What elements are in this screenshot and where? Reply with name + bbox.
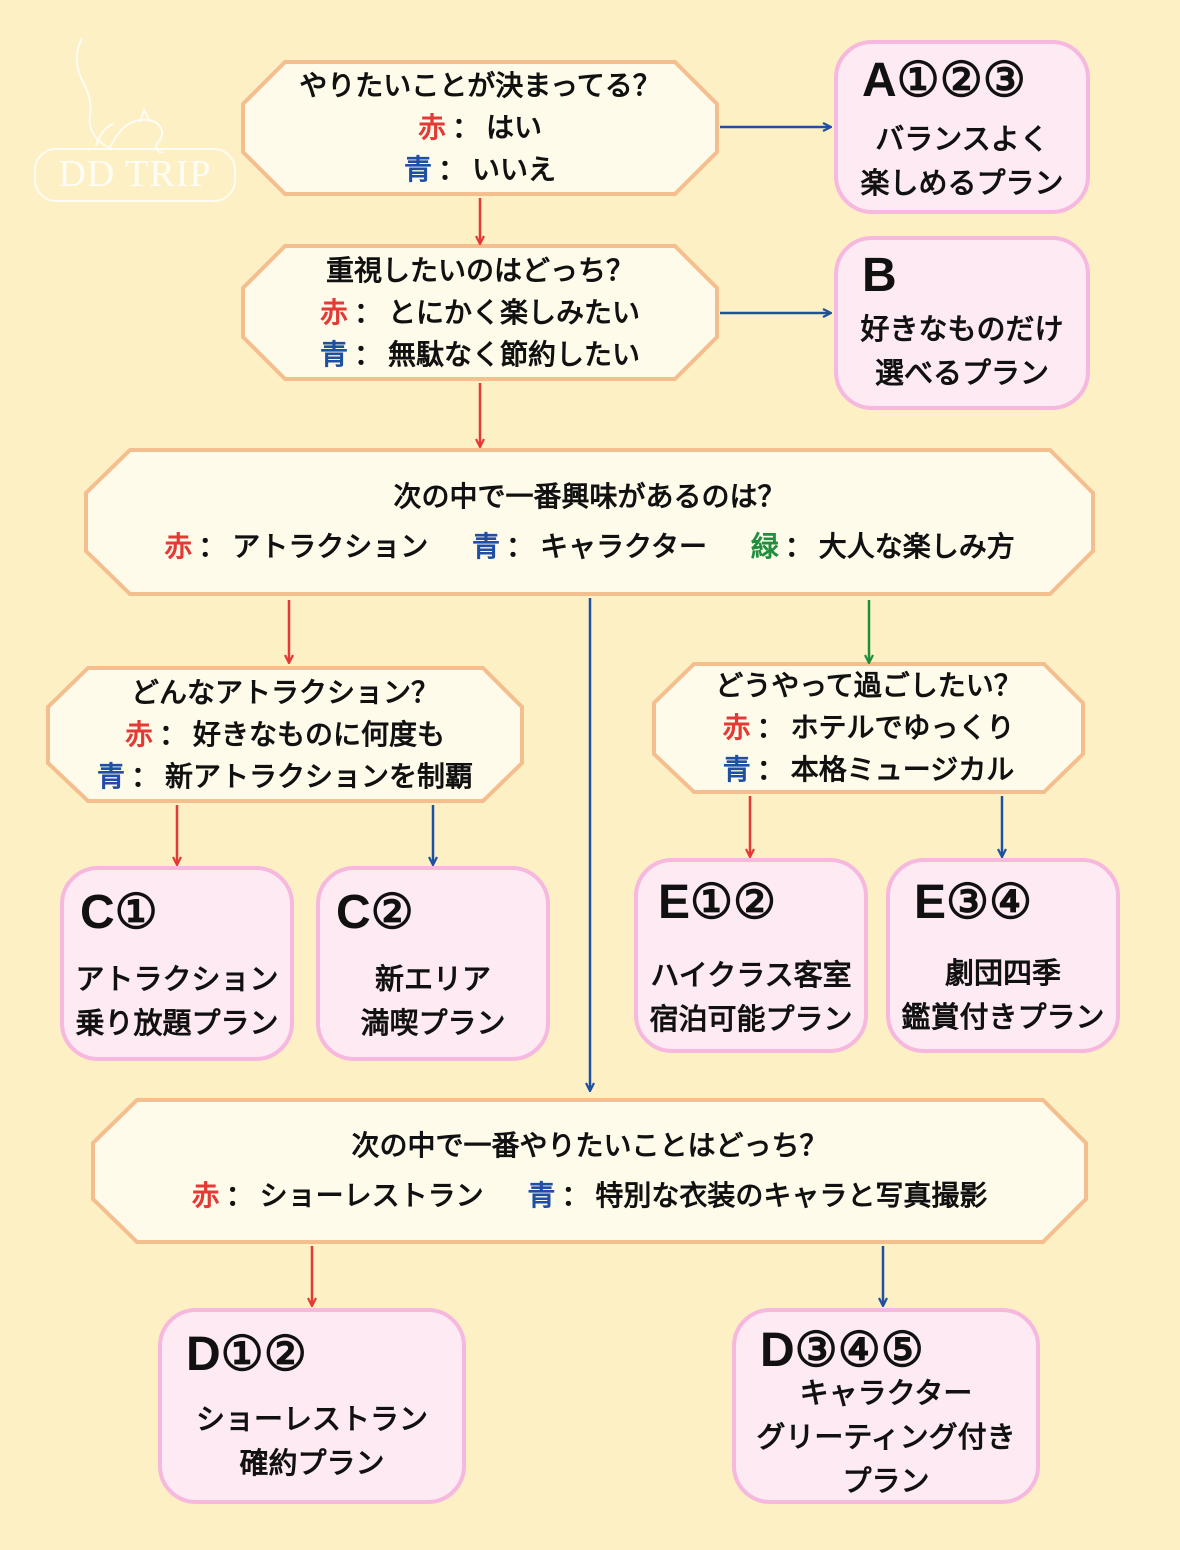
q6-box xyxy=(91,1098,1088,1244)
question-5-title: どうやって過ごしたい？ xyxy=(715,669,1022,702)
q3-box xyxy=(84,448,1095,596)
question-2-option-blue: 青：無駄なく節約したい xyxy=(319,337,641,371)
question-3: 次の中で一番興味があるのは？ 赤：アトラクション 青：キャラクター 緑：大人な楽… xyxy=(86,450,1093,594)
question-4-title: どんなアトラクション？ xyxy=(130,675,439,709)
question-3-option-red: アトラクション xyxy=(232,530,429,563)
result-b: B 好きなものだけ 選べるプラン xyxy=(834,236,1090,410)
result-c1-code: C① xyxy=(80,886,158,939)
result-b-line2: 選べるプラン xyxy=(874,356,1049,390)
result-a-line2: 楽しめるプラン xyxy=(860,166,1064,200)
question-6-option-red: ショーレストラン xyxy=(259,1179,484,1212)
result-e12-line1: ハイクラス客室 xyxy=(650,958,852,992)
result-a: A①②③ バランスよく 楽しめるプラン xyxy=(834,40,1090,214)
result-d345-code: D③④⑤ xyxy=(760,1324,924,1377)
question-3-options: 赤：アトラクション 青：キャラクター 緑：大人な楽しみ方 xyxy=(164,530,1015,563)
question-1-option-red: 赤：はい xyxy=(417,111,543,144)
question-5-option-red: 赤：ホテルでゆっくり xyxy=(722,711,1015,744)
question-3-option-green: 大人な楽しみ方 xyxy=(818,530,1015,563)
q4-box xyxy=(46,666,524,803)
result-c2: C② 新エリア 満喫プラン xyxy=(316,866,550,1061)
result-d12-line2: 確約プラン xyxy=(239,1446,385,1480)
result-c2-code: C② xyxy=(336,886,414,939)
result-e34-line2: 鑑賞付きプラン xyxy=(901,1000,1105,1034)
q5-box xyxy=(652,662,1085,794)
result-e34-line1: 劇団四季 xyxy=(944,956,1061,990)
question-3-option-blue: キャラクター xyxy=(540,530,707,563)
result-d345-line2: グリーティング付き xyxy=(756,1420,1016,1454)
result-d12-line1: ショーレストラン xyxy=(195,1402,428,1436)
question-6-title: 次の中で一番やりたいことはどっち？ xyxy=(351,1129,828,1162)
question-3-title: 次の中で一番興味があるのは？ xyxy=(393,480,786,513)
q2-box xyxy=(241,244,719,381)
result-c1: C① アトラクション 乗り放題プラン xyxy=(60,866,294,1061)
question-6-option-blue: 特別な衣装のキャラと写真撮影 xyxy=(595,1179,988,1212)
question-6: 次の中で一番やりたいことはどっち？ 赤：ショーレストラン 青：特別な衣装のキャラ… xyxy=(93,1100,1086,1242)
result-d12-code: D①② xyxy=(186,1328,307,1381)
question-5: どうやって過ごしたい？ 赤：ホテルでゆっくり 青：本格ミュージカル xyxy=(654,664,1083,792)
logo-text: DD TRIP xyxy=(34,148,236,202)
question-2-option-red: 赤：とにかく楽しみたい xyxy=(319,295,641,329)
result-d12: D①② ショーレストラン 確約プラン xyxy=(158,1308,466,1504)
result-b-line1: 好きなものだけ xyxy=(860,312,1064,346)
question-4-option-red: 赤：好きなものに何度も xyxy=(124,717,446,751)
question-1: やりたいことが決まってる？ 赤：はい 青：いいえ xyxy=(243,62,717,194)
question-1-option-blue: 青：いいえ xyxy=(403,153,557,186)
result-a-code: A①②③ xyxy=(862,54,1026,107)
result-e12-code: E①② xyxy=(658,876,777,929)
result-e34-code: E③④ xyxy=(914,876,1033,929)
result-e12: E①② ハイクラス客室 宿泊可能プラン xyxy=(634,858,868,1053)
question-4-option-blue: 青：新アトラクションを制覇 xyxy=(96,759,474,793)
result-d345-line1: キャラクター xyxy=(799,1376,973,1410)
result-e12-line2: 宿泊可能プラン xyxy=(649,1002,853,1036)
result-b-code: B xyxy=(862,249,897,302)
question-2-title: 重視したいのはどっち？ xyxy=(325,253,634,287)
cat-logo-icon xyxy=(75,37,165,154)
result-c1-line2: 乗り放題プラン xyxy=(75,1006,279,1040)
result-d345-line3: プラン xyxy=(842,1464,930,1498)
result-c1-line1: アトラクション xyxy=(75,962,279,996)
result-c2-line1: 新エリア xyxy=(374,962,491,996)
question-2: 重視したいのはどっち？ 赤：とにかく楽しみたい 青：無駄なく節約したい xyxy=(243,246,717,379)
result-e34: E③④ 劇団四季 鑑賞付きプラン xyxy=(886,858,1120,1053)
question-6-options: 赤：ショーレストラン 青：特別な衣装のキャラと写真撮影 xyxy=(191,1179,988,1212)
result-a-line1: バランスよく xyxy=(875,122,1049,156)
question-4: どんなアトラクション？ 赤：好きなものに何度も 青：新アトラクションを制覇 xyxy=(48,668,522,801)
result-d345: D③④⑤ キャラクター グリーティング付き プラン xyxy=(732,1308,1040,1504)
result-c2-line2: 満喫プラン xyxy=(360,1006,506,1040)
question-1-title: やりたいことが決まってる？ xyxy=(299,69,661,102)
q1-box xyxy=(241,60,719,196)
question-5-option-blue: 青：本格ミュージカル xyxy=(722,753,1015,786)
